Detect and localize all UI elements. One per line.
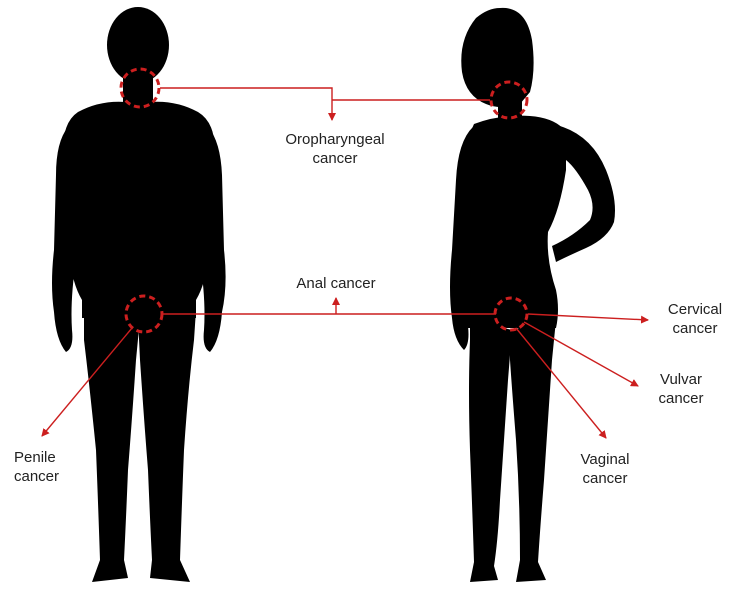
cervical-label: Cervical cancer [660, 300, 730, 338]
anal-line1: Anal cancer [284, 274, 388, 293]
penile-line2: cancer [14, 467, 84, 486]
oropharyngeal-label: Oropharyngeal cancer [268, 130, 402, 168]
vaginal-line2: cancer [570, 469, 640, 488]
female-silhouette [450, 8, 615, 582]
oropharyngeal-line1: Oropharyngeal [268, 130, 402, 149]
penile-label: Penile cancer [14, 448, 84, 486]
oropharyngeal-line2: cancer [268, 149, 402, 168]
vulvar-line1: Vulvar [646, 370, 716, 389]
male-silhouette [52, 7, 226, 582]
vulvar-label: Vulvar cancer [646, 370, 716, 408]
anal-label: Anal cancer [284, 274, 388, 293]
cervical-line1: Cervical [660, 300, 730, 319]
penile-line1: Penile [14, 448, 84, 467]
vulvar-line2: cancer [646, 389, 716, 408]
vaginal-label: Vaginal cancer [570, 450, 640, 488]
cervical-line2: cancer [660, 319, 730, 338]
vaginal-line1: Vaginal [570, 450, 640, 469]
